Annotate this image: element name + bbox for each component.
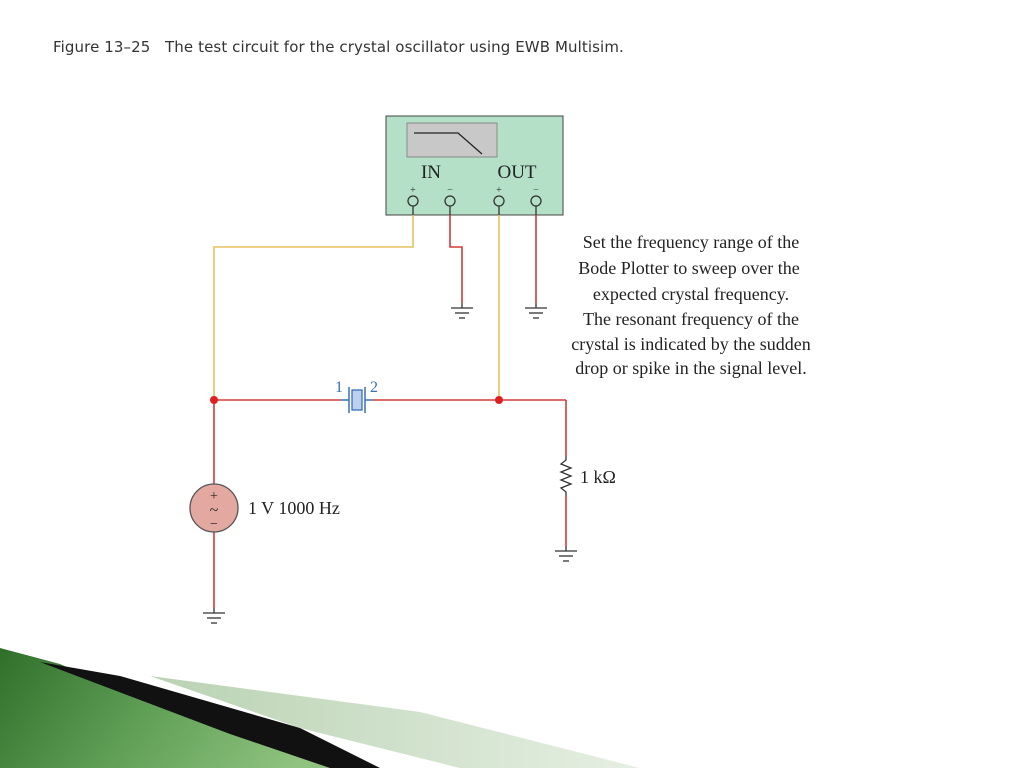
yellow-wires: [213, 215, 500, 400]
ac-source-icon: [189, 483, 239, 533]
in-minus-sign: −: [447, 185, 453, 196]
out-plus-sign: +: [496, 185, 502, 196]
note-line: crystal is indicated by the sudden: [571, 334, 810, 354]
plotter-out-label: OUT: [497, 162, 536, 183]
rolloff-curve-icon: [414, 132, 483, 155]
note-line: drop or spike in the signal level.: [575, 358, 806, 378]
note-line: Set the frequency range of the: [583, 232, 799, 252]
crystal-icon: [351, 389, 363, 411]
resistor-label: 1 kΩ: [580, 467, 616, 487]
ac-source: + ~ − 1 V 1000 Hz: [189, 483, 340, 533]
ground-symbols: [203, 303, 577, 624]
crystal-component: 1 2: [335, 379, 378, 413]
plotter-in-label: IN: [421, 162, 441, 183]
crystal-pin2-label: 2: [370, 379, 378, 396]
ground-icon: [451, 303, 473, 319]
note-line: The resonant frequency of the: [583, 309, 799, 329]
note-line: expected crystal frequency.: [593, 284, 789, 304]
crystal-pin1-label: 1: [335, 379, 343, 396]
decorative-swoosh: [0, 648, 640, 768]
ground-icon: [525, 303, 547, 319]
red-wires: [213, 215, 567, 608]
source-minus-sign: −: [210, 517, 218, 532]
in-plus-sign: +: [410, 185, 416, 196]
source-label: 1 V 1000 Hz: [248, 498, 340, 518]
ground-icon: [203, 608, 225, 624]
resistor-component: 1 kΩ: [559, 456, 616, 496]
junction-dots: [210, 396, 503, 404]
bode-plotter: IN OUT + − + −: [385, 115, 564, 216]
source-tilde-sign: ~: [210, 502, 219, 519]
note-text: Set the frequency range of the Bode Plot…: [571, 232, 810, 378]
note-line: Bode Plotter to sweep over the: [578, 258, 799, 278]
out-minus-sign: −: [533, 185, 539, 196]
source-plus-sign: +: [210, 489, 218, 504]
plotter-screen: [406, 122, 498, 158]
resistor-icon: [559, 456, 573, 496]
figure-caption: Figure 13–25 The test circuit for the cr…: [53, 38, 624, 56]
ground-icon: [555, 546, 577, 562]
